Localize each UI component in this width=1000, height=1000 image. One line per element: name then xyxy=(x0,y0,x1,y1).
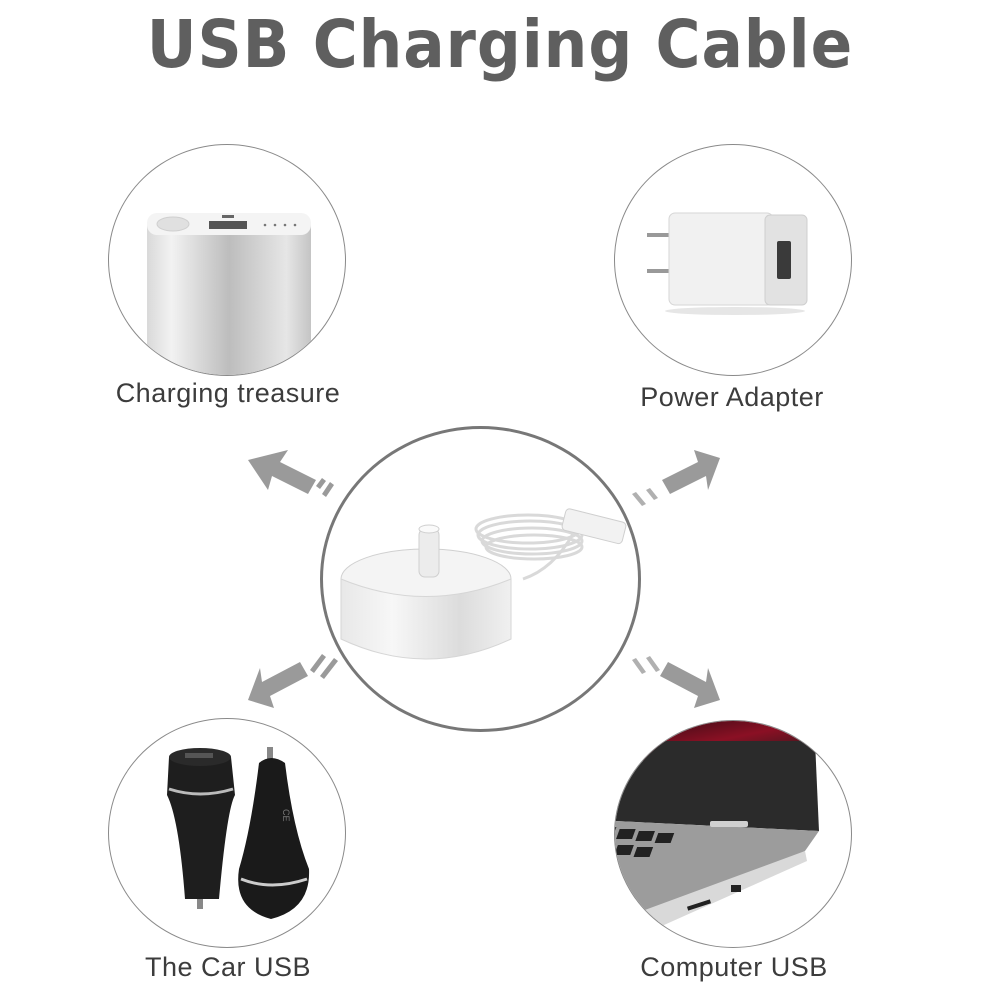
arrow-up-left-icon xyxy=(248,450,334,497)
power-bank-circle xyxy=(108,144,346,376)
charging-base-icon xyxy=(340,508,627,660)
label-computer-usb: Computer USB xyxy=(640,952,828,982)
arrow-down-left-icon xyxy=(248,654,338,708)
power-bank-icon xyxy=(147,213,311,375)
page-title: USB Charging Cable xyxy=(146,6,854,83)
arrow-up-right-icon xyxy=(632,450,720,506)
arrow-down-right-icon xyxy=(632,656,720,708)
car-charger-circle: CE xyxy=(108,718,346,948)
svg-text:CE: CE xyxy=(281,809,291,822)
laptop-circle xyxy=(614,720,852,948)
wall-adapter-icon xyxy=(647,212,808,315)
laptop-icon xyxy=(615,721,819,947)
car-charger-icon: CE xyxy=(167,747,310,919)
center-product-circle xyxy=(320,426,641,732)
label-power-adapter: Power Adapter xyxy=(640,382,824,412)
label-car-usb: The Car USB xyxy=(144,952,312,982)
power-adapter-circle xyxy=(614,144,852,376)
label-charging-treasure: Charging treasure xyxy=(115,378,341,408)
